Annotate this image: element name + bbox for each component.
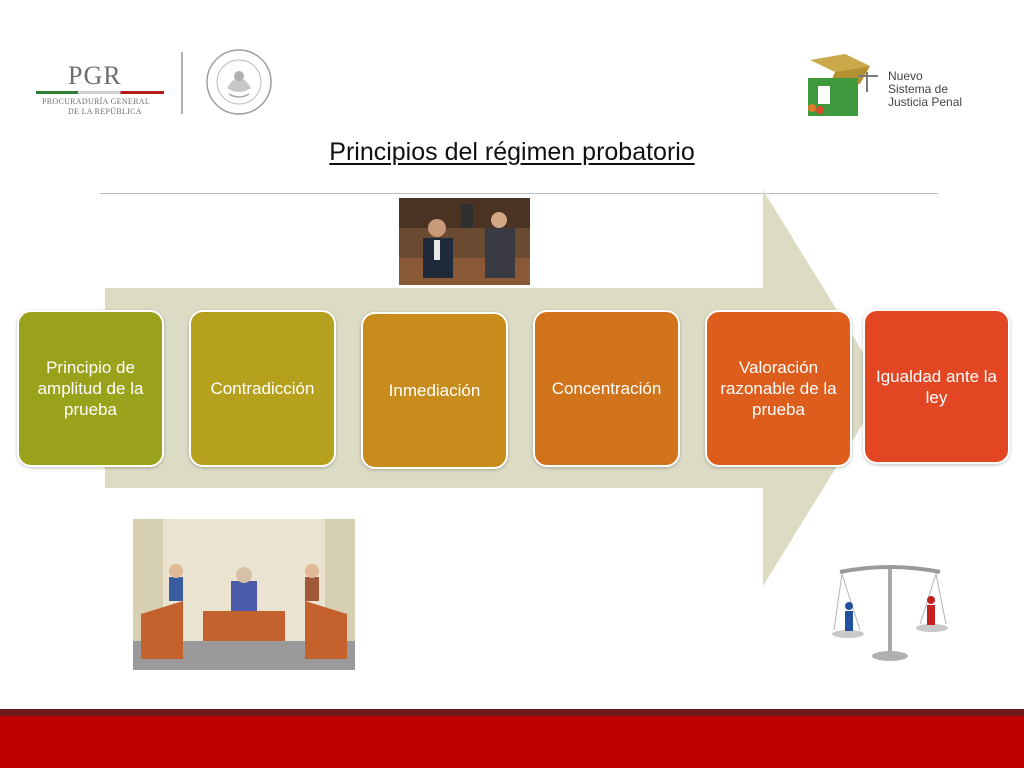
nsjp-line2: Sistema de [888,82,949,96]
title-rule [100,193,938,194]
principle-box: Principio de amplitud de la prueba [17,310,164,467]
nsjp-line3: Justicia Penal [888,95,963,109]
principle-box: Concentración [533,310,680,467]
footer-accent-line [0,709,1024,716]
slide-title: Principios del régimen probatorio [329,138,695,166]
nsjp-line1: Nuevo [888,69,923,83]
courtroom-photo [399,198,530,285]
principle-box: Igualdad ante la ley [863,309,1010,464]
nsjp-logo: Nuevo Sistema de Justicia Penal [800,50,1000,125]
principle-box: Inmediación [361,312,508,469]
pgr-line2: DE LA REPÚBLICA [68,107,142,116]
principle-box: Valoración razonable de la prueba [705,310,852,467]
principle-box: Contradicción [189,310,336,467]
logo-divider [181,52,183,114]
footer-bar [0,716,1024,768]
national-seal-icon [206,49,272,115]
nsjp-text: Nuevo Sistema de Justicia Penal [888,70,962,109]
pgr-line1: PROCURADURÍA GENERAL [42,97,151,106]
pgr-logo: PGR PROCURADURÍA GENERAL DE LA REPÚBLICA [30,55,190,120]
courtroom-cartoon [133,519,355,670]
scales-of-justice-icon [832,565,948,661]
justice-house-icon [808,54,878,116]
pgr-acronym: PGR [68,61,122,90]
flag-bar [36,91,164,94]
